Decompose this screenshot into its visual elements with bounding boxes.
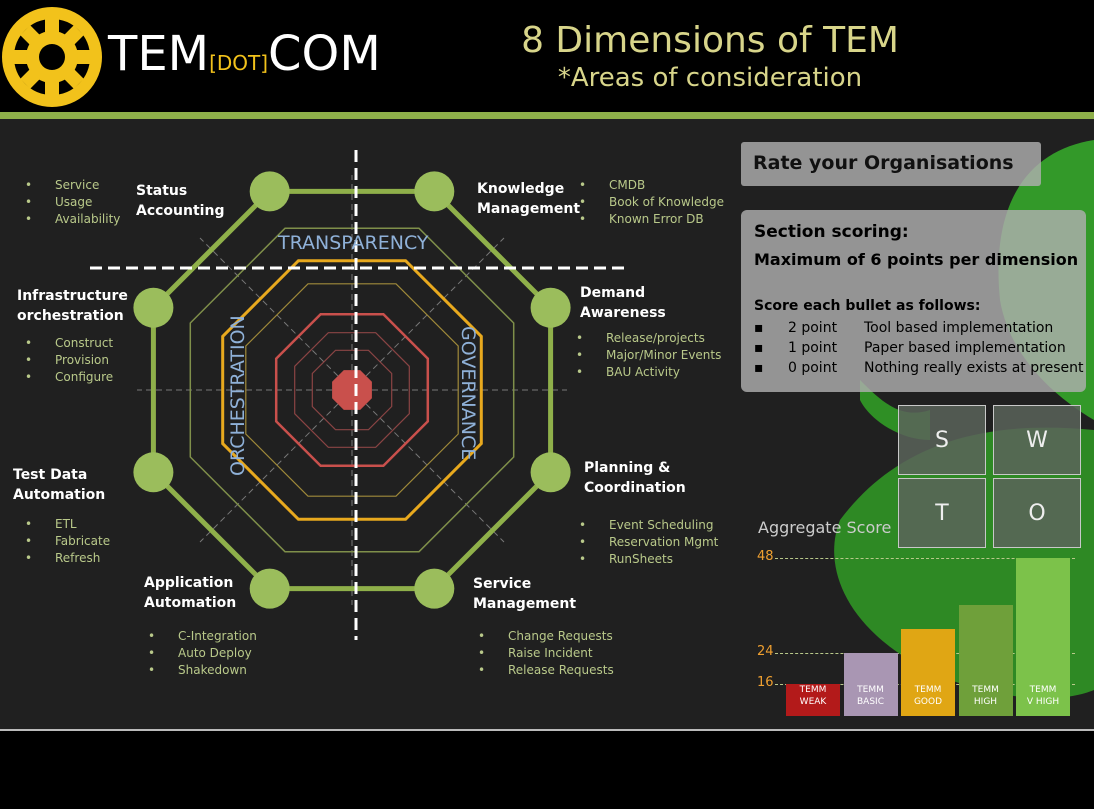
chart-title: Aggregate Score: [758, 518, 892, 537]
swot-cell-w: W: [993, 405, 1081, 475]
list-item: Reservation Mgmt: [579, 534, 718, 551]
octagon-ring: [294, 332, 410, 448]
swot-cell-s: S: [898, 405, 986, 475]
list-item: Release Requests: [478, 662, 614, 679]
dimension-node: [414, 568, 455, 609]
spoke-line: [199, 237, 353, 391]
chart-bar: [843, 652, 898, 716]
rating-panel-title: Rate your Organisations: [753, 152, 1014, 174]
list-item: CMDB: [579, 177, 724, 194]
header-graphics: [0, 7, 1094, 119]
scoring-heading: Section scoring:: [754, 222, 909, 242]
list-item: Event Scheduling: [579, 517, 718, 534]
slide-title: 8 Dimensions of TEM: [521, 20, 899, 61]
list-item: Auto Deploy: [148, 645, 257, 662]
bullets-infrastructure-orchestration: Construct Provision Configure: [25, 335, 113, 386]
chart-bar: [1016, 558, 1070, 716]
spoke-line: [351, 237, 505, 391]
chart-bar: [786, 684, 840, 716]
list-item: Raise Incident: [478, 645, 614, 662]
list-item: Change Requests: [478, 628, 614, 645]
logo-wordmark: TEM[DOT]COM: [108, 26, 381, 91]
list-item: Book of Knowledge: [579, 194, 724, 211]
slide-subtitle: *Areas of consideration: [557, 63, 863, 93]
chart-tick-label: 48: [757, 549, 774, 564]
bullets-test-data-automation: ETL Fabricate Refresh: [25, 516, 110, 567]
dimension-node: [133, 287, 174, 328]
chart-bar: [901, 629, 955, 716]
dimension-node: [249, 171, 290, 212]
scoring-instruction: Score each bullet as follows:: [754, 298, 981, 314]
rating-panel: Rate your Organisations: [741, 142, 1041, 186]
dimension-node: [530, 287, 571, 328]
octagon-ring: [221, 259, 483, 521]
bullets-planning-coordination: Event Scheduling Reservation Mgmt RunShe…: [579, 517, 718, 568]
scoring-panel: Section scoring: Maximum of 6 points per…: [741, 210, 1086, 392]
list-item: Refresh: [25, 550, 110, 567]
list-item: Provision: [25, 352, 113, 369]
chart-tick-label: 16: [757, 675, 774, 691]
list-item: Known Error DB: [579, 211, 724, 228]
dimension-node: [530, 452, 571, 493]
list-item: ETL: [25, 516, 110, 533]
bullets-demand-awareness: Release/projects Major/Minor Events BAU …: [576, 330, 721, 381]
bullets-status-accounting: Service Usage Availability: [25, 177, 120, 228]
list-item: Construct: [25, 335, 113, 352]
dimension-label-planning-coordination: Planning &Coordination: [584, 460, 686, 496]
chart-bar: [958, 605, 1013, 716]
chart-gridline: [775, 558, 1075, 559]
spoke-line: [199, 389, 353, 543]
logo-text-mid: [DOT]: [209, 51, 269, 75]
list-item: Service: [25, 177, 120, 194]
bullets-application-automation: C-Integration Auto Deploy Shakedown: [148, 628, 257, 679]
list-item: Availability: [25, 211, 120, 228]
header-divider: [0, 112, 1094, 119]
swot-cell-t: T: [898, 478, 986, 548]
list-item: Usage: [25, 194, 120, 211]
dimension-node: [249, 568, 290, 609]
list-item: Release/projects: [576, 330, 721, 347]
list-item: C-Integration: [148, 628, 257, 645]
list-item: RunSheets: [579, 551, 718, 568]
bullets-knowledge-management: CMDB Book of Knowledge Known Error DB: [579, 177, 724, 228]
list-item: Major/Minor Events: [576, 347, 721, 364]
octagon-ring: [274, 312, 430, 468]
octagon-ring: [189, 227, 515, 553]
axis-label-transparency: TRANSPARENCY: [278, 232, 429, 254]
bullets-service-management: Change Requests Raise Incident Release R…: [478, 628, 614, 679]
list-item: Fabricate: [25, 533, 110, 550]
list-item: Shakedown: [148, 662, 257, 679]
swot-cell-o: O: [993, 478, 1081, 548]
octagon-ring: [245, 283, 459, 497]
scoring-subheading: Maximum of 6 points per dimension: [754, 250, 1079, 269]
logo-text-left: TEM: [108, 26, 210, 82]
chart-tick-label: 24: [757, 643, 774, 659]
list-item: Configure: [25, 369, 113, 386]
spoke-line: [351, 389, 505, 543]
list-item: BAU Activity: [576, 364, 721, 381]
logo-text-right: COM: [268, 26, 381, 82]
footer-line: [0, 729, 1094, 731]
dimension-node: [414, 171, 455, 212]
dimension-node: [133, 452, 174, 493]
